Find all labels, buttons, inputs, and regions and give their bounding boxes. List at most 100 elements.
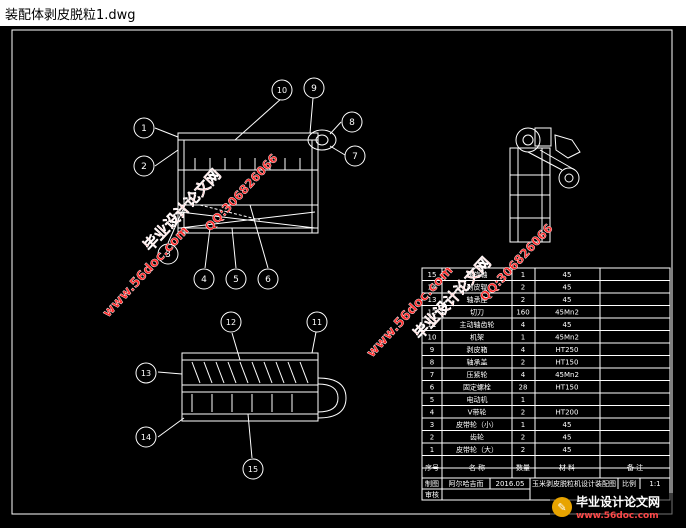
drawing-title: 玉米剥皮脱粒机设计装配图 xyxy=(532,479,616,488)
balloon-1: 1 xyxy=(133,117,155,139)
bom-cell-name: 切刀 xyxy=(470,309,484,317)
drawing-border xyxy=(11,29,673,515)
bom-cell-material: 45Mn2 xyxy=(555,371,579,379)
bom-cell-name: 轴承盖 xyxy=(467,358,488,367)
bom-cell-name: 皮带轮（小） xyxy=(456,420,498,429)
bom-cell-no: 12 xyxy=(428,309,437,317)
drafter: 阿尔哈吉而 xyxy=(449,479,484,488)
balloon-text: 4 xyxy=(201,275,207,285)
logo-url: www.56doc.com xyxy=(576,511,659,521)
bom-header-no: 序号 xyxy=(425,463,439,472)
bom-cell-material: 45 xyxy=(563,296,572,304)
bom-cell-no: 8 xyxy=(430,359,434,367)
balloon-3: 3 xyxy=(157,243,179,265)
side-view xyxy=(509,127,581,243)
bom-cell-name: 轴承座 xyxy=(467,295,488,304)
bom-cell-material: HT150 xyxy=(556,384,579,392)
top-view xyxy=(181,352,347,422)
balloon-15: 15 xyxy=(242,458,264,480)
balloon-text: 10 xyxy=(277,86,287,95)
logo-title: 毕业设计论文网 xyxy=(576,494,660,509)
balloon-text: 13 xyxy=(141,369,151,378)
bom-cell-qty: 2 xyxy=(521,359,525,367)
leader-lines xyxy=(154,97,346,269)
balloon-6: 6 xyxy=(257,268,279,290)
screw-flights xyxy=(191,361,309,384)
balloon-2: 2 xyxy=(133,155,155,177)
window-titlebar: 装配体剥皮脱粒1.dwg xyxy=(0,0,686,27)
bom-cell-material: 45 xyxy=(563,434,572,442)
bom-cell-name: 电动机 xyxy=(467,395,488,404)
bom-cell-material: HT150 xyxy=(556,359,579,367)
bom-cell-name: 剥皮箱 xyxy=(467,345,488,354)
bom-cell-no: 11 xyxy=(428,321,437,329)
balloon-text: 15 xyxy=(248,465,258,474)
bom-cell-no: 6 xyxy=(430,384,435,392)
balloon-12: 12 xyxy=(220,311,242,333)
frame-outline xyxy=(177,132,319,234)
bom-cell-name: 压紧轮 xyxy=(467,370,488,379)
balloon-13: 13 xyxy=(135,362,157,384)
watermark: www.56doc.com 毕业设计论文网 QQ:306826066 www.5… xyxy=(100,151,556,361)
bom-cell-no: 15 xyxy=(428,271,437,279)
leader-lines-bottom xyxy=(157,331,317,459)
balloon-text: 2 xyxy=(141,162,147,172)
bom-cell-material: 45 xyxy=(563,446,572,454)
bom-cell-name: 皮带轮（大） xyxy=(456,445,498,454)
balloon-4: 4 xyxy=(193,268,215,290)
bom-cell-material: HT200 xyxy=(556,409,579,417)
balloon-text: 14 xyxy=(141,433,151,442)
bom-cell-no: 1 xyxy=(430,446,434,454)
scale-value: 1:1 xyxy=(649,480,660,488)
bom-header-material: 材 料 xyxy=(559,463,575,472)
bom-cell-material: 45 xyxy=(563,284,572,292)
bom-cell-name: 主动轴齿轮 xyxy=(460,320,495,329)
bom-cell-qty: 2 xyxy=(521,284,525,292)
balloon-5: 5 xyxy=(225,268,247,290)
balloon-10: 10 xyxy=(271,79,293,101)
bom-cell-name: 固定螺栓 xyxy=(463,383,491,392)
window-title: 装配体剥皮脱粒1.dwg xyxy=(5,8,136,23)
bom-cell-qty: 1 xyxy=(521,396,525,404)
balloon-text: 1 xyxy=(141,124,147,134)
draw-date: 2016.05 xyxy=(496,480,525,488)
bom-header-qty: 数量 xyxy=(516,463,530,472)
balloon-8: 8 xyxy=(341,111,363,133)
bom-cell-material: 45Mn2 xyxy=(555,334,579,342)
balloon-text: 8 xyxy=(349,118,355,128)
logo-icon xyxy=(552,497,572,517)
side-pulley xyxy=(558,167,580,189)
bom-cell-material: 45 xyxy=(563,321,572,329)
pulley xyxy=(307,129,337,151)
balloon-text: 12 xyxy=(226,318,236,327)
bom-cell-no: 2 xyxy=(430,434,434,442)
balloon-14: 14 xyxy=(135,426,157,448)
bom-cell-qty: 28 xyxy=(519,384,528,392)
bom-cell-qty: 4 xyxy=(521,371,526,379)
bom-cell-material: 45 xyxy=(563,421,572,429)
balloon-text: 7 xyxy=(352,152,358,162)
watermark-logo-graphic: ✎ 毕业设计论文网 www.56doc.com xyxy=(552,494,660,521)
bom-cell-name: 齿轮 xyxy=(470,433,484,442)
bom-cell-qty: 2 xyxy=(521,296,525,304)
bom-cell-name: 剥皮辊 xyxy=(467,283,488,292)
balloon-11: 11 xyxy=(306,311,328,333)
draw-label: 制图 xyxy=(425,479,439,488)
bom-cell-no: 5 xyxy=(430,396,434,404)
balloon-text: 5 xyxy=(233,275,239,285)
top-frame xyxy=(181,352,319,422)
bom-cell-material: 45Mn2 xyxy=(555,309,579,317)
front-view xyxy=(177,129,337,234)
bom-cell-no: 3 xyxy=(430,421,434,429)
bom-cell-qty: 2 xyxy=(521,434,525,442)
hopper xyxy=(554,134,581,159)
balloon-text: 6 xyxy=(265,275,271,285)
bom-cell-no: 10 xyxy=(428,334,437,342)
balloon-text: 3 xyxy=(165,250,171,260)
bom-cell-no: 9 xyxy=(430,346,434,354)
bom-cell-no: 13 xyxy=(428,296,437,304)
balloon-text: 9 xyxy=(311,84,317,94)
